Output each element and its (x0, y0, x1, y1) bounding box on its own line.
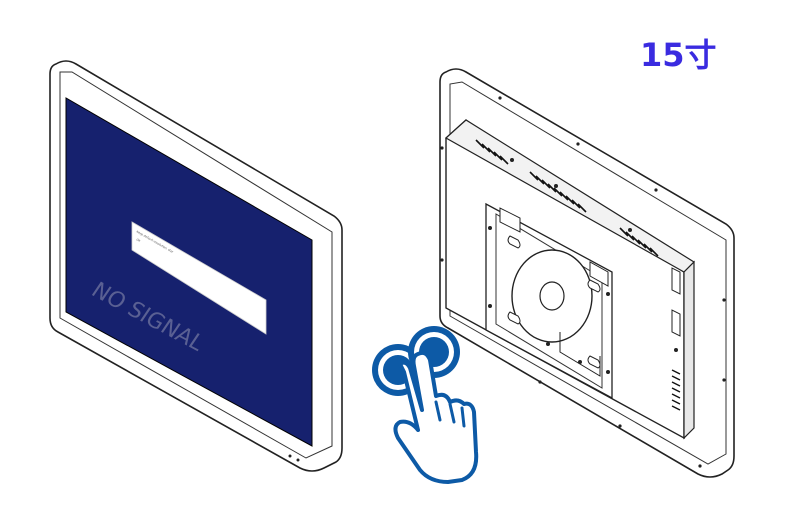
top-vents (475, 139, 659, 257)
dialog-line-2: Ok (135, 238, 141, 243)
size-label: 15寸 (640, 36, 717, 74)
touch-gesture-icon (372, 326, 479, 484)
front-monitor: Keep default resolution. Get Ok NO SIGNA… (49, 60, 343, 472)
dialog-box (131, 221, 267, 335)
back-monitor (439, 68, 735, 478)
side-ports (671, 267, 681, 411)
